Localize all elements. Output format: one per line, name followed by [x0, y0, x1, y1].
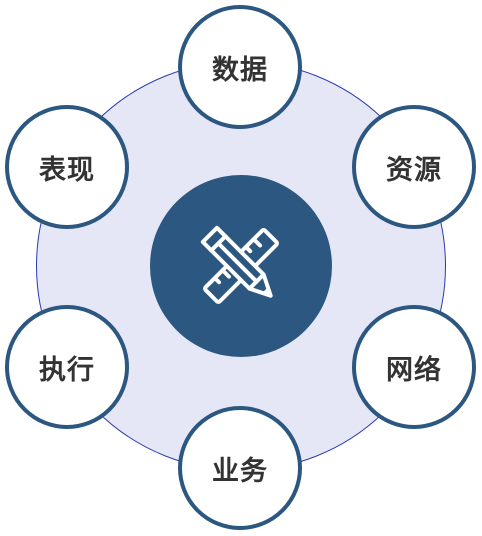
node-network: 网络 — [352, 305, 476, 429]
node-label: 业务 — [212, 455, 268, 487]
node-data: 数据 — [178, 5, 302, 129]
center-hub — [150, 175, 332, 357]
node-label: 执行 — [39, 354, 95, 386]
node-label: 表现 — [39, 154, 95, 186]
node-label: 资源 — [386, 154, 442, 186]
node-presentation: 表现 — [5, 105, 129, 229]
pencil-ruler-icon — [200, 225, 279, 304]
node-label: 网络 — [386, 354, 442, 386]
node-label: 数据 — [212, 54, 268, 86]
node-resources: 资源 — [352, 105, 476, 229]
node-execution: 执行 — [5, 305, 129, 429]
node-business: 业务 — [178, 406, 302, 530]
